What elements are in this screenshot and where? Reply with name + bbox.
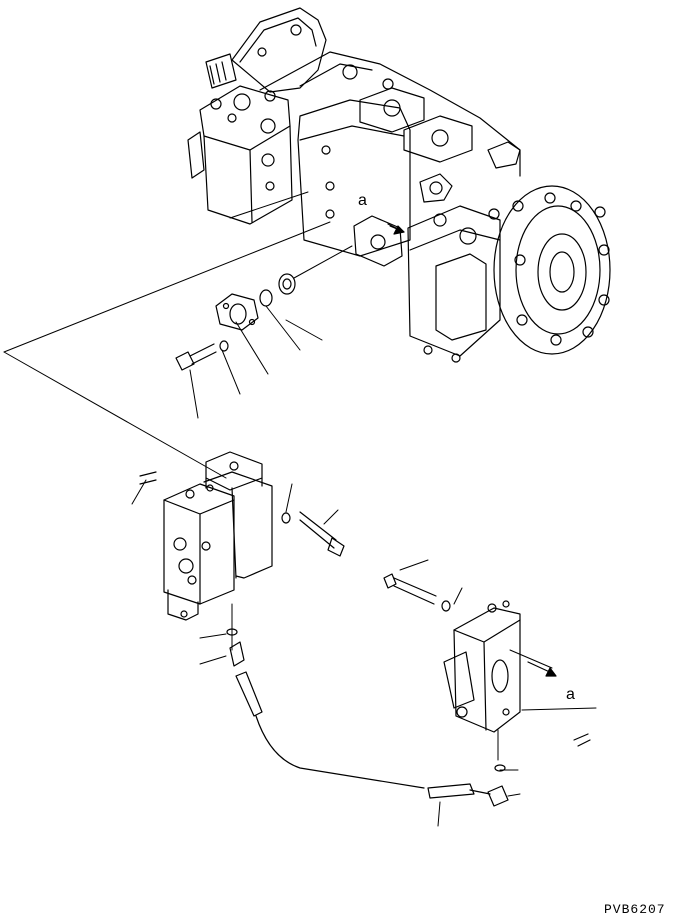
reference-lines	[3, 191, 597, 827]
left-control-valve	[139, 451, 345, 717]
hydraulic-hose	[255, 715, 491, 795]
view-reference-label-upper: a	[358, 192, 367, 209]
view-reference-label-lower: a	[566, 686, 575, 703]
view-arrows	[387, 223, 557, 677]
drawing-code: PVB6207	[604, 902, 666, 917]
right-control-valve	[383, 573, 591, 807]
hydraulic-pump-assembly	[187, 7, 611, 363]
flange-and-seal-parts	[175, 273, 296, 371]
